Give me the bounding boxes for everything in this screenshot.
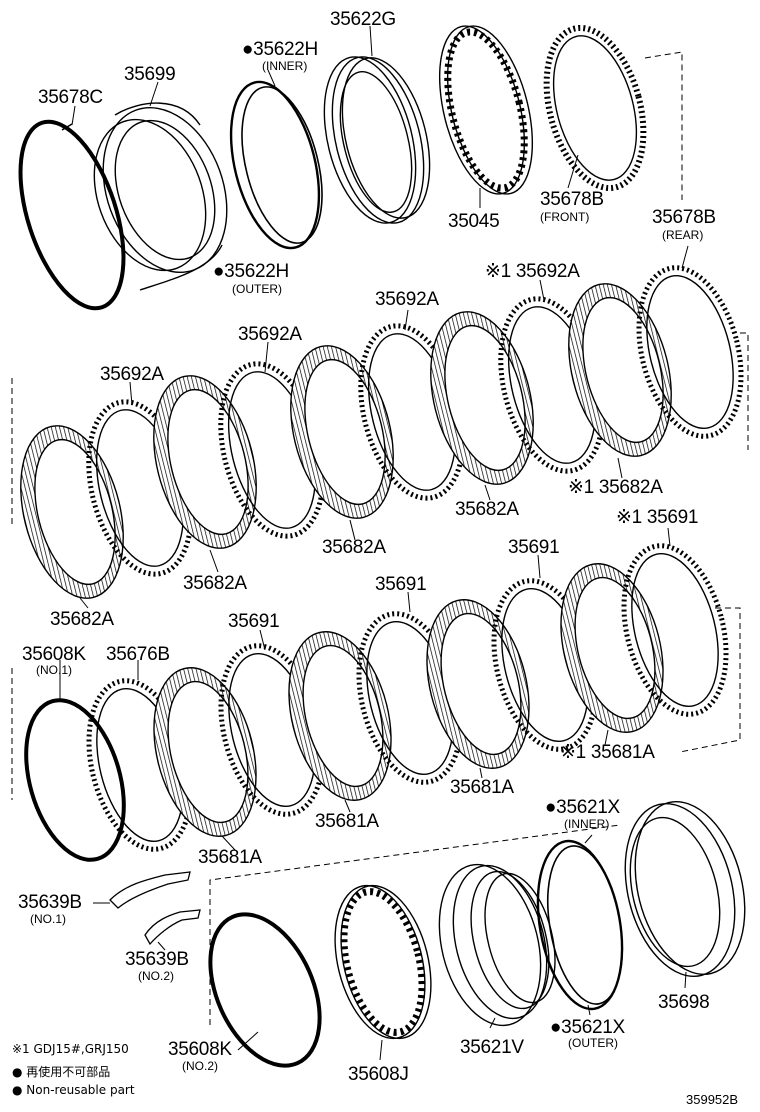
label-35639b-no1-sub: (NO.1) (30, 912, 66, 926)
label-35639b-no1: 35639B (18, 892, 82, 913)
label-35681a-4: 35681A (450, 777, 514, 798)
plate-35678b-front (543, 24, 647, 192)
label-35699: 35699 (124, 64, 176, 85)
label-35691-4: 35691 (228, 611, 280, 632)
label-35608k-no2-sub: (NO.2) (182, 1059, 218, 1073)
label-35682a-4: ※1 35682A (568, 477, 663, 498)
disc-35682a-4 (430, 311, 534, 485)
upper-clutch-pack (20, 265, 744, 599)
plate-35678b-rear (636, 265, 744, 439)
label-35622h-outer: ●35622H (213, 261, 289, 282)
label-35691-3: 35691 (375, 574, 427, 595)
spring-35045 (438, 25, 534, 195)
label-35682a-5: 35682A (50, 609, 114, 630)
label-35681a-2: 35681A (315, 811, 379, 832)
disc-35681a-4 (560, 563, 664, 733)
label-35608j: 35608J (348, 1064, 409, 1085)
label-35682a-2: 35682A (322, 537, 386, 558)
label-35621x-inner-sub: (INNER) (564, 817, 610, 831)
label-35621x-outer-sub: (OUTER) (568, 1036, 618, 1050)
spring-35608j (334, 884, 432, 1040)
disc-35682a-1 (20, 425, 124, 599)
label-35692a-4: 35692A (100, 364, 164, 385)
label-35692a-1: ※1 35692A (485, 261, 580, 282)
label-35621x-inner: ●35621X (545, 797, 620, 818)
label-35622g: 35622G (330, 9, 396, 30)
legend-non-reusable-jp: ● 再使用不可部品 (12, 1065, 111, 1079)
disc-35682a-2 (153, 375, 257, 549)
label-35622h-outer-sub: (OUTER) (232, 282, 282, 296)
cylinder-35699 (93, 102, 228, 291)
snap-ring-35608k-no1 (24, 698, 126, 862)
label-35608k-no1-sub: (NO.1) (36, 663, 72, 677)
label-35691-1: ※1 35691 (616, 507, 699, 528)
label-35045: 35045 (448, 211, 500, 232)
piston-35622g (323, 56, 431, 224)
label-35639b-no2-sub: (NO.2) (138, 969, 174, 983)
disc-35681a-3 (426, 599, 530, 769)
label-35678b-front-sub: (FRONT) (540, 210, 590, 224)
label-35691-2: 35691 (508, 537, 560, 558)
footnote-model-note: ※1 GDJ15#,GRJ150 (12, 1042, 129, 1056)
label-35678b-front: 35678B (540, 189, 604, 210)
lower-clutch-pack (24, 543, 729, 862)
label-35678b-rear-sub: (REAR) (662, 228, 704, 242)
snap-ring-35678c (18, 119, 126, 311)
label-35682a-1: 35682A (183, 573, 247, 594)
label-35681a-3: ※1 35681A (560, 742, 655, 763)
snap-ring-35608k-no2 (208, 912, 322, 1068)
label-35678b-rear: 35678B (652, 207, 716, 228)
label-35682a-3: 35682A (455, 499, 519, 520)
seal-35621x (536, 839, 624, 1011)
disc-35681a-1 (153, 667, 257, 837)
label-35692a-3: 35692A (238, 324, 302, 345)
springs-35639b (109, 871, 201, 946)
cylinder-35698 (624, 800, 746, 978)
label-35698: 35698 (658, 992, 710, 1013)
disc-35681a-2 (288, 631, 392, 801)
label-35639b-no2: 35639B (125, 949, 189, 970)
piston-35621v (438, 863, 556, 1027)
label-35621v: 35621V (460, 1037, 524, 1058)
label-35681a-1: 35681A (198, 847, 262, 868)
label-35622h-inner: ●35622H (242, 39, 318, 60)
seal-35622h (229, 80, 323, 250)
plate-35691-4 (621, 543, 729, 717)
label-35678c: 35678C (38, 87, 103, 108)
label-35676b: 35676B (106, 644, 170, 665)
leader-lines (59, 25, 689, 1061)
disc-35682a-5 (568, 283, 672, 457)
legend-non-reusable-en: ● Non-reusable part (12, 1083, 135, 1097)
label-35621x-outer: ●35621X (550, 1017, 625, 1038)
diagram-id: 359952B (686, 1092, 739, 1107)
disc-35682a-3 (290, 345, 394, 519)
label-35608k-no1: 35608K (22, 644, 86, 665)
label-35608k-no2: 35608K (168, 1039, 232, 1060)
label-35622h-inner-sub: (INNER) (262, 59, 308, 73)
group-outlines (11, 51, 749, 1025)
label-35692a-2: 35692A (375, 289, 439, 310)
